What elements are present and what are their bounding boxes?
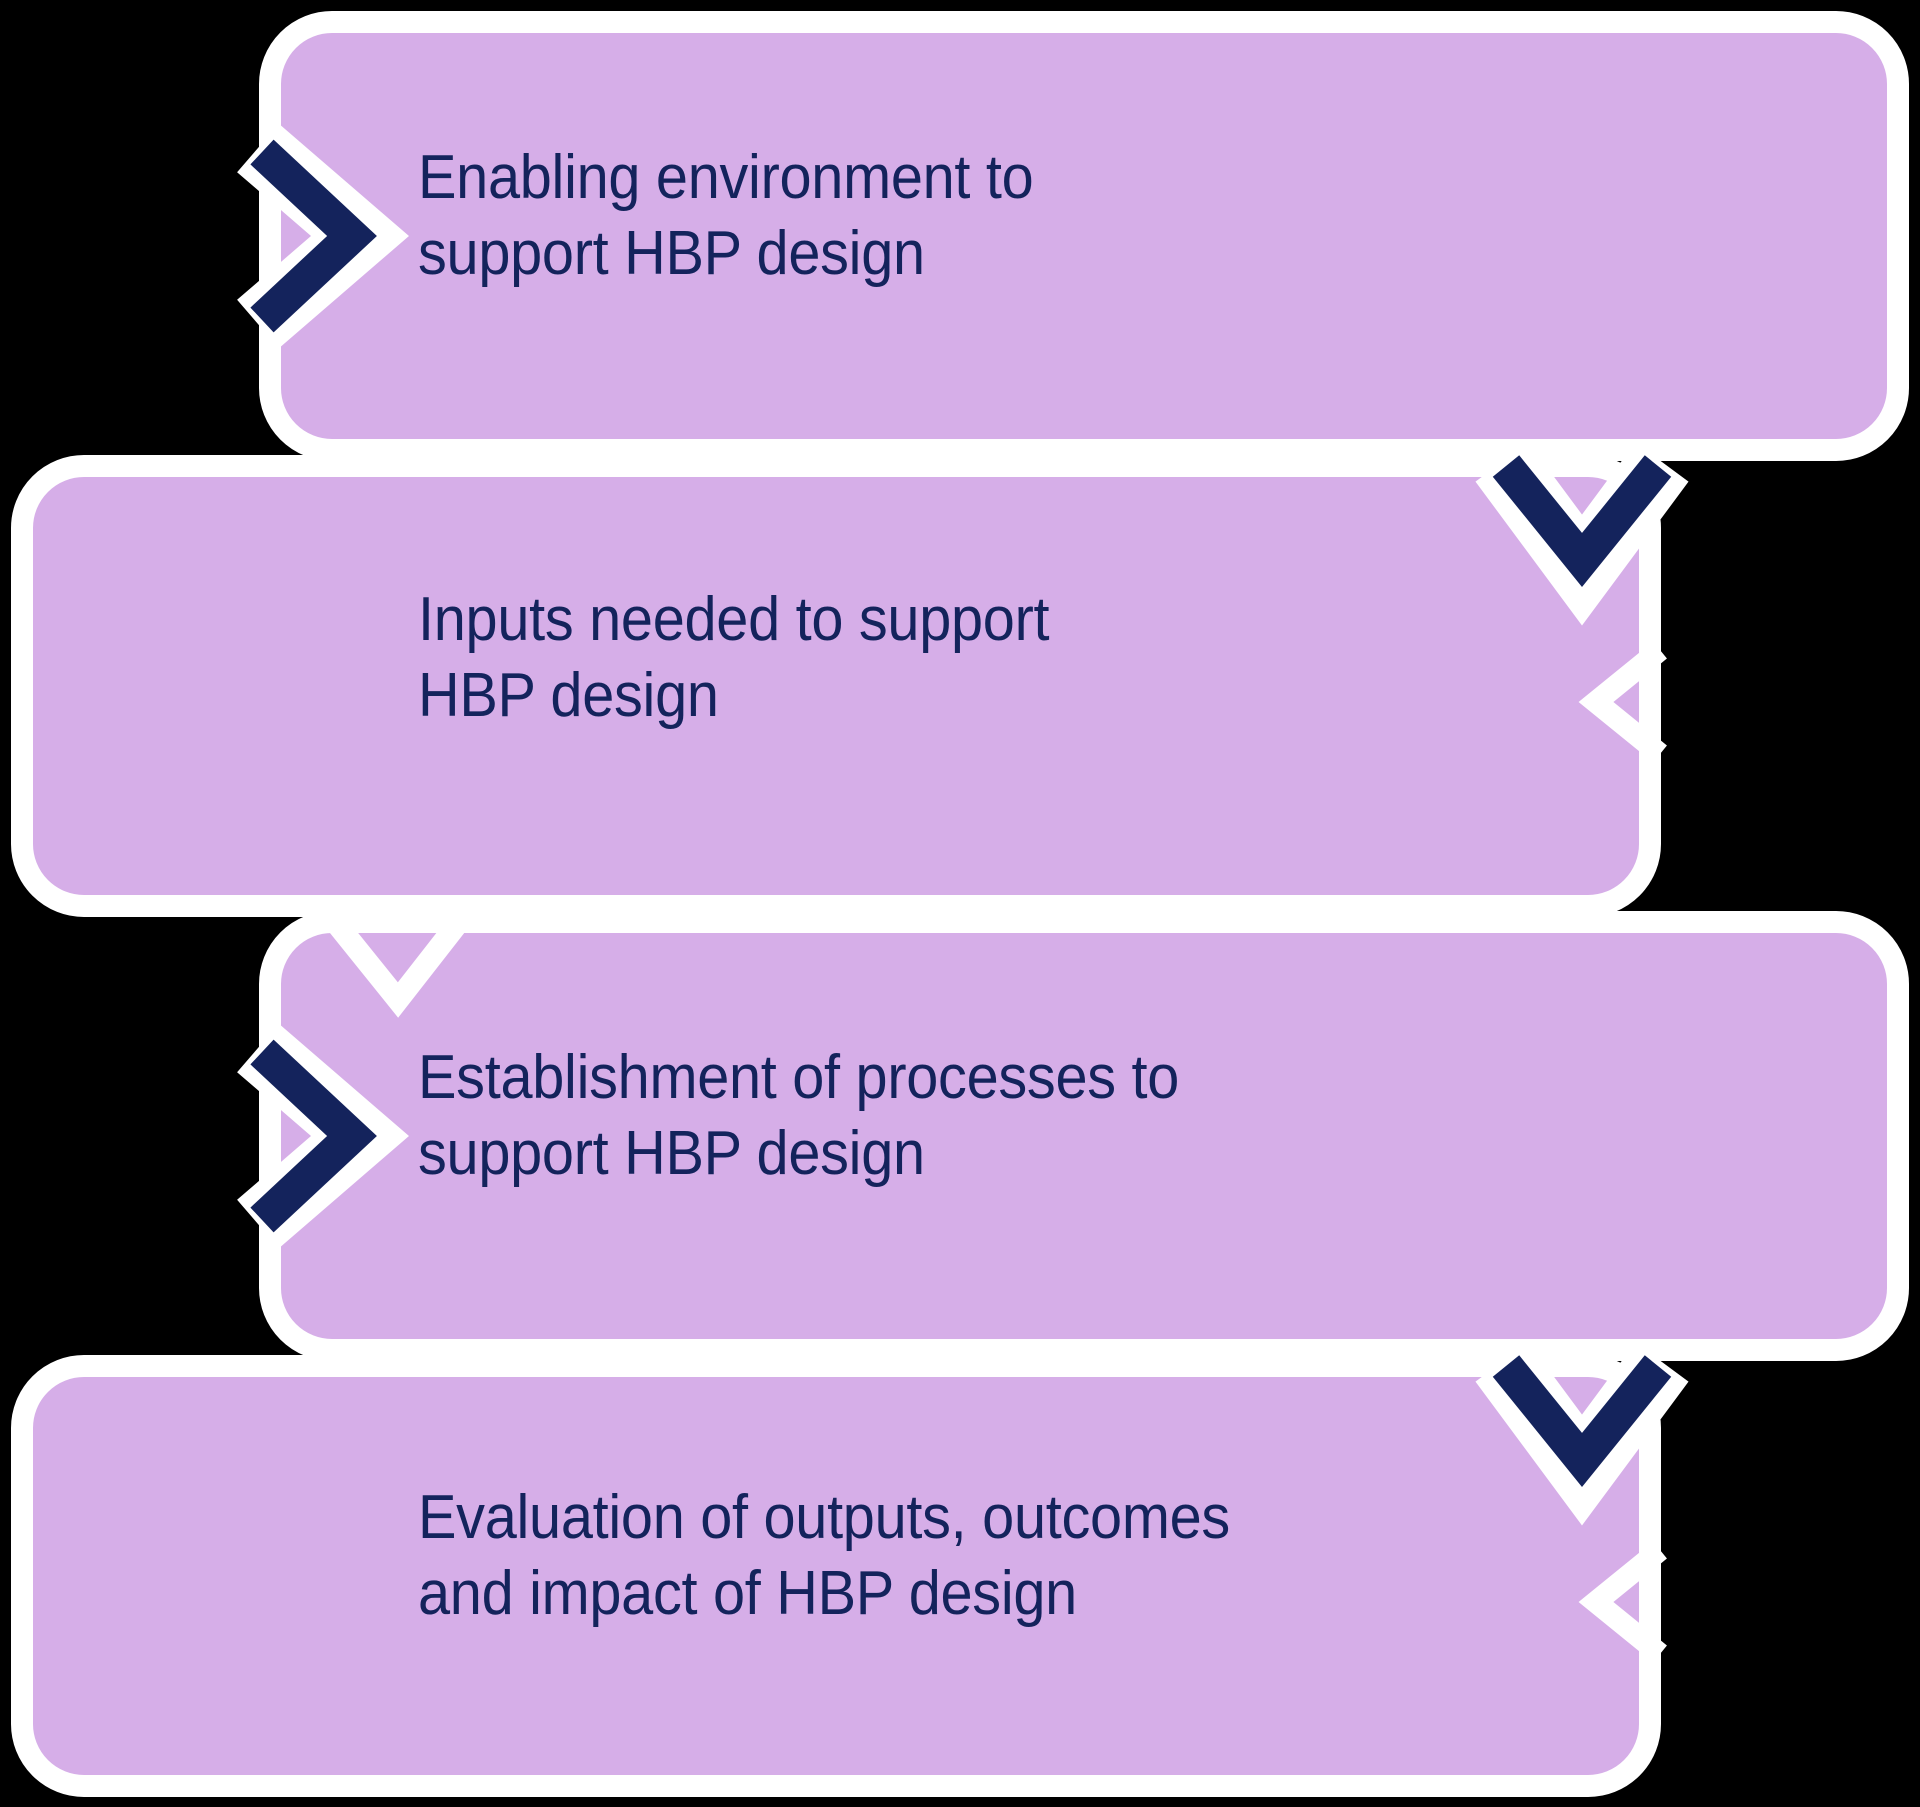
chevron-down-icon xyxy=(1492,1355,1672,1488)
chevron-right-icon xyxy=(250,1039,377,1233)
chevron-right-icon xyxy=(250,139,377,333)
flow-step-1-box xyxy=(259,11,1909,461)
edge-notch-right xyxy=(1578,1541,1667,1663)
edge-notch-right xyxy=(1578,641,1667,763)
flow-step-3[interactable] xyxy=(237,911,1909,1361)
flow-step-2[interactable] xyxy=(11,442,1689,917)
flow-step-2-box xyxy=(11,455,1661,917)
flow-step-3-label: Establishment of processes to support HB… xyxy=(418,1043,1180,1188)
flow-step-2-label: Inputs needed to support HBP design xyxy=(418,585,1050,730)
flow-step-3-box xyxy=(259,911,1909,1361)
edge-notch-top xyxy=(323,911,471,1018)
flow-step-4-label: Evaluation of outputs, outcomes and impa… xyxy=(418,1483,1230,1628)
flow-step-1-label: Enabling environment to support HBP desi… xyxy=(418,143,1034,288)
flow-step-4[interactable] xyxy=(11,1342,1689,1797)
chevron-down-icon xyxy=(1492,455,1672,588)
flow-step-1[interactable] xyxy=(237,11,1909,461)
flow-step-4-box xyxy=(11,1355,1661,1797)
